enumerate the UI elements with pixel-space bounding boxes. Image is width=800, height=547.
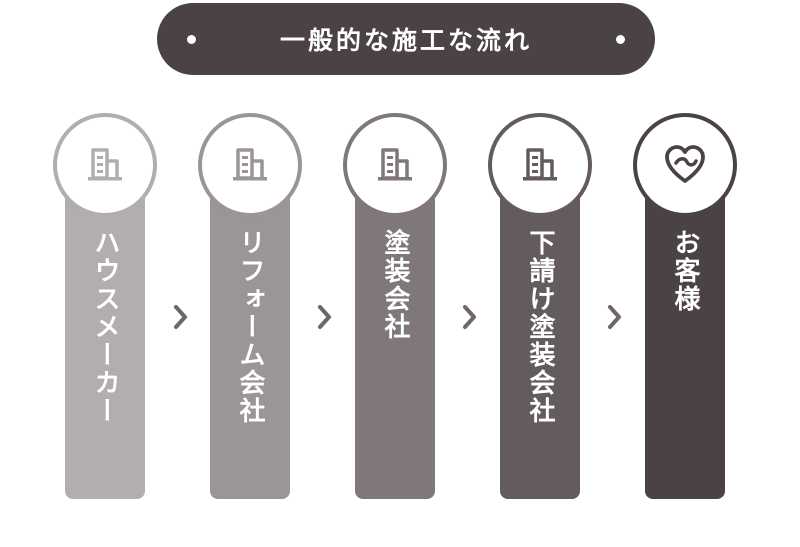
step-bar [355,163,435,499]
flow-step-customer: お客様 [633,113,737,499]
flow-step-house-maker: ハウスメーカー [53,113,157,499]
building-icon [523,148,557,181]
building-icon [233,148,267,181]
chevron-right-icon [463,305,476,329]
step-label: 下請け塗装会社 [525,229,555,425]
flow-title: 一般的な施工な流れ [279,26,532,55]
chevron-right-icon [608,305,621,329]
step-bar [210,163,290,499]
heart-icon [665,145,705,183]
step-bar [500,163,580,499]
flow-step-subcontract-painter: 下請け塗装会社 [488,113,592,499]
flow-step-painting-company: 塗装会社 [343,113,447,499]
step-label: ハウスメーカー [90,229,120,425]
chevron-right-icon [174,305,187,329]
step-icon-circle [343,113,447,217]
banner-dot-right [616,35,625,44]
flow-title-banner: 一般的な施工な流れ [157,3,655,75]
step-icon-circle [633,113,737,217]
step-icon-circle [488,113,592,217]
chevron-right-icon [318,305,331,329]
banner-dot-left [187,35,196,44]
step-bar [65,163,145,499]
step-icon-circle [53,113,157,217]
building-icon [88,148,122,181]
flow-step-reform-company: リフォーム会社 [198,113,302,499]
building-icon [378,148,412,181]
step-label: リフォーム会社 [235,229,265,425]
step-bar [645,163,725,499]
step-label: 塗装会社 [380,229,410,341]
step-icon-circle [198,113,302,217]
step-label: お客様 [670,229,700,313]
